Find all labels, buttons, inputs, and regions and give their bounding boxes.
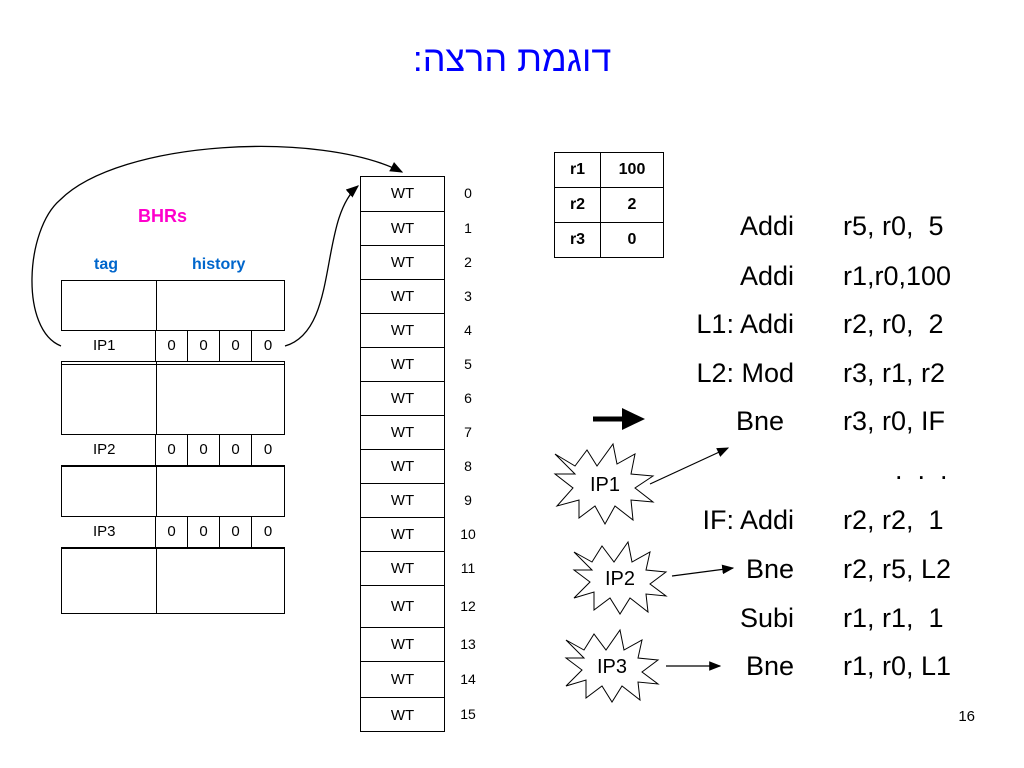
code-op: L1: Addi [696, 309, 794, 339]
pattern-cell: WT [360, 211, 445, 245]
history-bit: 0 [263, 337, 273, 354]
pattern-index: 5 [464, 356, 472, 372]
pattern-cell: WT [360, 415, 445, 449]
pattern-table [360, 176, 445, 732]
code-op: Bne [745, 651, 794, 681]
code-op: L2: Mod [696, 358, 794, 388]
pattern-cell: WT [390, 185, 415, 202]
code-ellipsis: . . . [880, 455, 948, 485]
pattern-cell: WT [360, 245, 445, 279]
code-args: r5, r0, 5 [843, 211, 944, 241]
history-bit: 0 [156, 331, 188, 361]
history-header: history [192, 256, 246, 273]
pattern-index: 6 [464, 390, 472, 406]
burst-label: IP1 [590, 474, 620, 496]
pattern-cell: WT [360, 585, 445, 627]
code-op: Bne [735, 406, 784, 436]
tag-header: tag [94, 256, 118, 273]
history-bit: 0 [188, 435, 220, 465]
bhr-row-divider [61, 364, 285, 365]
pattern-index: 13 [460, 636, 476, 652]
pattern-index: 14 [460, 671, 476, 687]
code-args: r3, r1, r2 [843, 358, 946, 388]
pattern-cell: WT [360, 381, 445, 415]
pattern-cell: WT [360, 347, 445, 381]
ip2-pointer-arrow [671, 564, 735, 577]
bhr-entry-ip2: IP2 0 0 0 0 [61, 434, 285, 466]
pattern-index: 8 [464, 458, 472, 474]
pattern-cell: WT [360, 661, 445, 697]
register-value: 0 [600, 222, 664, 258]
bhr-tag: IP1 [61, 331, 156, 361]
bhr-tag: IP2 [61, 435, 156, 465]
history-to-pattern-arrow [284, 185, 359, 347]
code-op: Bne [745, 554, 794, 584]
page-number: 16 [958, 708, 975, 725]
pattern-cell: WT [360, 449, 445, 483]
code-args: r2, r2, 1 [843, 505, 944, 535]
burst-ip1-icon: IP1 [553, 442, 655, 526]
pattern-cell: WT [360, 697, 445, 732]
history-bit: 0 [220, 331, 252, 361]
code-op: Addi [739, 211, 794, 241]
bhr-entry-ip1: IP1 0 0 0 0 [61, 330, 285, 362]
code-args: r2, r0, 2 [843, 309, 944, 339]
history-bit: 0 [188, 517, 220, 547]
pattern-index: 1 [464, 220, 472, 236]
pattern-index: 12 [460, 598, 476, 614]
code-args: r1, r1, 1 [843, 603, 944, 633]
bhr-tag: IP3 [61, 517, 156, 547]
history-bit: 0 [156, 435, 188, 465]
pattern-index: 15 [460, 706, 476, 722]
burst-label: IP3 [597, 656, 627, 678]
code-args: r1,r0,100 [843, 261, 952, 291]
history-bit: 0 [220, 517, 252, 547]
burst-ip3-icon: IP3 [564, 628, 660, 703]
burst-ip2-icon: IP2 [572, 540, 668, 615]
pattern-index: 10 [460, 526, 476, 542]
pattern-cell: WT [360, 627, 445, 661]
code-args: r1, r0, L1 [843, 651, 952, 681]
bhr-row-divider [61, 466, 285, 467]
pattern-cell: WT [360, 517, 445, 551]
code-op: Subi [739, 603, 794, 633]
burst-label: IP2 [605, 568, 635, 590]
register-name: r3 [554, 222, 601, 258]
code-op: IF: Addi [702, 505, 794, 535]
slide-title: דוגמת הרצה: [412, 38, 612, 79]
pattern-index: 3 [464, 288, 472, 304]
code-args: r2, r5, L2 [843, 554, 952, 584]
bhr-to-pattern-arrow [31, 145, 404, 347]
pc-arrowhead-icon [622, 408, 645, 430]
history-bit: 0 [156, 517, 188, 547]
pattern-cell: WT [360, 551, 445, 585]
code-op: Addi [739, 261, 794, 291]
history-bit: 0 [188, 331, 220, 361]
pattern-cell: WT [360, 279, 445, 313]
pattern-index: 7 [464, 424, 472, 440]
history-bit: 0 [263, 523, 273, 540]
ip1-pointer-arrow [649, 447, 730, 485]
register-value: 2 [600, 187, 664, 223]
pattern-index: 9 [464, 492, 472, 508]
history-bit: 0 [263, 441, 273, 458]
pattern-cell: WT [360, 313, 445, 347]
history-bit: 0 [220, 435, 252, 465]
pattern-cell: WT [360, 483, 445, 517]
bhr-row-divider [61, 548, 285, 549]
bhr-label: BHRs [138, 206, 188, 226]
bhr-entry-ip3: IP3 0 0 0 0 [61, 516, 285, 548]
pattern-index: 11 [460, 560, 476, 576]
pattern-index: 0 [464, 185, 472, 201]
register-value: 100 [600, 152, 664, 188]
pattern-index: 4 [464, 322, 472, 338]
register-name: r2 [554, 187, 601, 223]
code-args: r3, r0, IF [843, 406, 946, 436]
pattern-index: 2 [464, 254, 472, 270]
